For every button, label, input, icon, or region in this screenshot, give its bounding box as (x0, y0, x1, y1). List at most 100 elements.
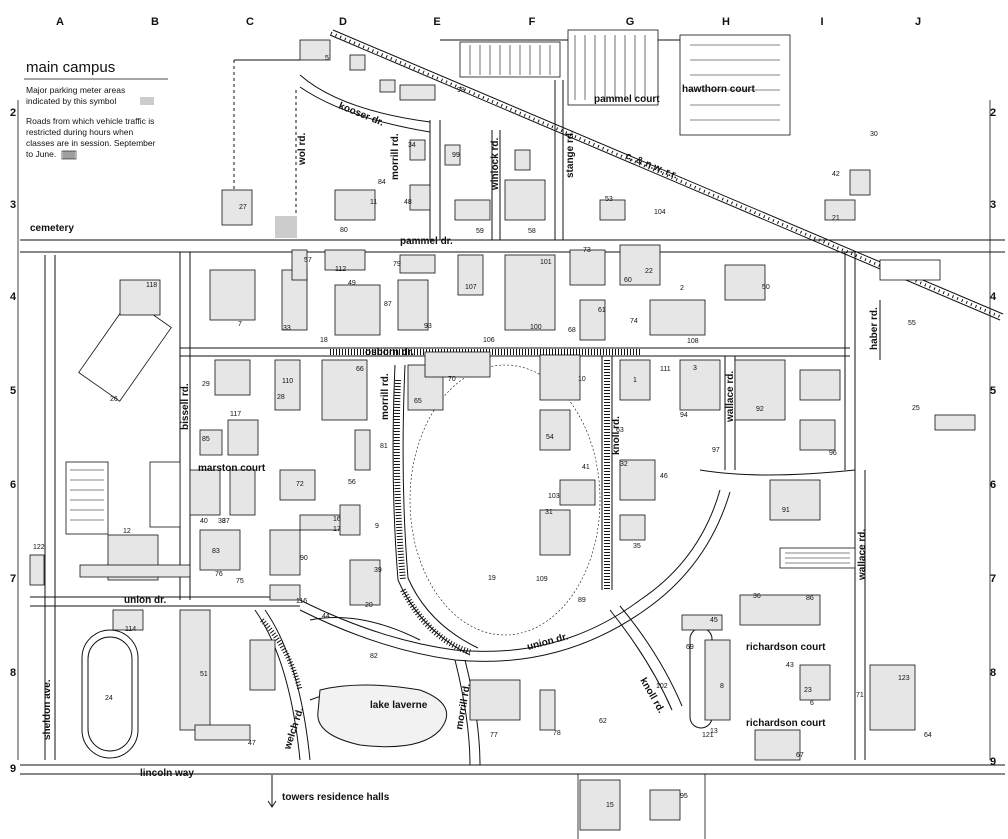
area-labels: cemetery pammel court hawthorn court mar… (30, 84, 826, 729)
building-number: 15 (606, 802, 614, 809)
building-number: 70 (448, 376, 456, 383)
row-label: 6 (990, 479, 996, 491)
legend-restricted-line-3: classes are in session. September (26, 138, 156, 148)
building-number: 117 (230, 411, 241, 418)
building-number: 81 (380, 443, 388, 450)
building-number: 64 (924, 732, 932, 739)
building-number: 58 (528, 228, 536, 235)
building-number: 24 (105, 695, 113, 702)
col-label: I (820, 16, 823, 28)
building-number: 109 (536, 576, 548, 583)
building-number: 19 (488, 575, 496, 582)
row-label: 5 (10, 385, 16, 397)
building-number: 112 (335, 266, 346, 273)
row-label: 8 (10, 667, 16, 679)
building-number: 67 (796, 752, 804, 759)
row-label: 4 (10, 291, 17, 303)
building-number: 111 (660, 366, 671, 373)
building-number: 50 (762, 284, 770, 291)
building-number: 26 (110, 396, 118, 403)
map-frame (17, 100, 991, 839)
building-number: 33 (283, 325, 291, 332)
col-label: H (722, 16, 730, 28)
building-number: 72 (296, 481, 304, 488)
building-number: 18 (320, 337, 328, 344)
building-number: 62 (599, 718, 607, 725)
building-number: 37 (222, 518, 230, 525)
grid-row-labels-left: 2 3 4 5 6 7 8 9 (10, 107, 17, 775)
building-number: 108 (687, 338, 699, 345)
road-railroad: c. & n.w. r.r. (624, 151, 680, 182)
building-number: 121 (702, 732, 714, 739)
road-sheldon: sheldon ave. (42, 679, 53, 740)
parking-symbol-swatch (140, 97, 154, 105)
building-footprints (29, 39, 976, 831)
building-number: 12 (123, 528, 131, 535)
grid-row-labels-right: 2 3 4 5 6 7 8 9 (990, 107, 997, 768)
road-morrill-central: morrill rd. (380, 373, 391, 420)
restricted-road-hatching (260, 349, 640, 691)
building-numbers: 1 2 3 5 6 7 8 9 10 11 12 13 15 16 17 18 … (33, 55, 932, 809)
running-track (81, 629, 139, 759)
legend-restricted-line-4: to June. (26, 149, 56, 159)
building-number: 65 (414, 398, 422, 405)
col-label: D (339, 16, 347, 28)
arrow-down-icon (267, 788, 277, 808)
building-number: 27 (239, 204, 247, 211)
area-marston-court: marston court (198, 463, 266, 474)
area-pammel-court: pammel court (594, 94, 660, 105)
road-towers: towers residence halls (282, 792, 390, 803)
building-number: 21 (832, 215, 840, 222)
building-number: 30 (870, 131, 878, 138)
building-number: 92 (756, 406, 764, 413)
building-number: 95 (680, 793, 688, 800)
building-number: 89 (578, 597, 586, 604)
building-number: 69 (686, 644, 694, 651)
road-wallace-north: wallace rd. (725, 371, 736, 423)
building-number: 2 (680, 285, 684, 292)
building-number: 83 (212, 548, 220, 555)
building-number: 8 (720, 683, 724, 690)
road-osborn: osborn dr. (365, 347, 414, 358)
road-pammel: pammel dr. (400, 236, 453, 247)
building-number: 43 (786, 662, 794, 669)
col-label: C (246, 16, 254, 28)
building-number: 54 (546, 434, 554, 441)
parking-stripes (70, 35, 850, 564)
building-number: 71 (856, 692, 864, 699)
building-number: 47 (248, 740, 256, 747)
building-number: 90 (300, 555, 308, 562)
col-label: B (151, 16, 159, 28)
building-number: 97 (712, 447, 720, 454)
row-label: 4 (990, 291, 997, 303)
building-number: 29 (202, 381, 210, 388)
area-richardson-court-north: richardson court (746, 642, 826, 653)
building-number: 118 (146, 282, 157, 289)
building-number: 114 (125, 626, 136, 633)
legend-restricted-line-1: Roads from which vehicle traffic is (26, 116, 154, 126)
building-number: 3 (693, 365, 697, 372)
building-number: 63 (616, 427, 624, 434)
road-network (20, 39, 1005, 795)
area-richardson-court-south: richardson court (746, 718, 826, 729)
building-number: 20 (365, 602, 373, 609)
building-number: 49 (348, 280, 356, 287)
building-number: 6 (810, 700, 814, 707)
road-knoll-central: knoll rd. (611, 416, 622, 455)
building-number: 42 (832, 171, 840, 178)
building-number: 32 (620, 461, 628, 468)
building-number: 10 (578, 376, 586, 383)
row-label: 6 (10, 479, 16, 491)
road-welch: welch rd. (282, 706, 306, 752)
road-kooser: kooser dr. (337, 101, 386, 129)
road-haber: haber rd. (869, 307, 880, 350)
building-number: 60 (624, 277, 632, 284)
building-number: 110 (282, 378, 293, 385)
building-number: 38 (218, 518, 226, 525)
legend-restricted-line-2: restricted during hours when (26, 127, 134, 137)
building-number: 45 (710, 617, 718, 624)
row-label: 2 (10, 107, 16, 119)
building-number: 46 (660, 473, 668, 480)
building-number: 55 (908, 320, 916, 327)
building-number: 102 (656, 683, 668, 690)
